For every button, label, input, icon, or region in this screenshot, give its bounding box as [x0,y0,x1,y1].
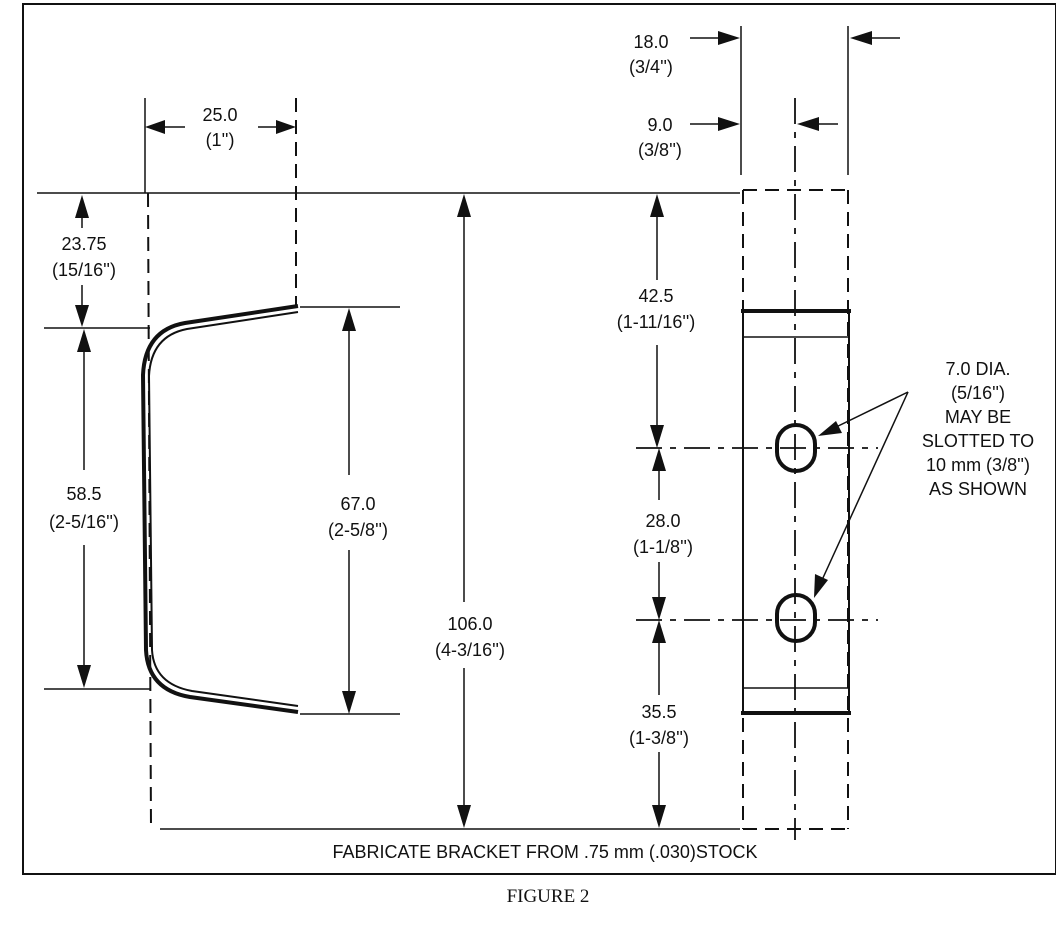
hole-leader-lower-arrow [814,574,828,598]
dim-106-mm: 106.0 [447,614,492,634]
hole-leader-upper-arrow [818,421,842,436]
bracket-profile [140,304,299,714]
dim-58-mm: 58.5 [66,484,101,504]
dim-28-arrow-top [652,448,666,471]
dim-58-inch: (2-5/16'') [49,512,119,532]
dim-18-inch: (3/4'') [629,57,673,77]
hole-leader-lower [821,391,909,581]
figure-caption: FIGURE 2 [507,886,590,907]
dim-23-inch: (15/16'') [52,260,116,280]
dim-25-arrow-right [276,120,296,134]
dim-9-arrow-left [718,117,740,131]
dim-35-inch: (1-3/8'') [629,728,689,748]
dim-58-arrow-bottom [77,665,91,688]
hole-note-line-2: (5/16'') [951,383,1005,403]
dim-58-arrow-top [77,329,91,352]
dim-42-mm: 42.5 [638,286,673,306]
hole-note-line-1: 7.0 DIA. [945,359,1010,379]
dim-42-arrow-bottom [650,425,664,448]
dim-23-arrow-bottom [75,305,89,327]
hole-note-line-3: MAY BE [945,407,1011,427]
dim-28-inch: (1-1/8'') [633,537,693,557]
dim-67-arrow-top [342,308,356,331]
dim-28-mm: 28.0 [645,511,680,531]
dim-106-inch: (4-3/16'') [435,640,505,660]
drawing-frame [22,3,1056,875]
hole-note-line-6: AS SHOWN [929,479,1027,499]
dim-18-arrow-right [850,31,872,45]
dim-9-mm: 9.0 [647,115,672,135]
dim-42-arrow-top [650,194,664,217]
fabrication-note: FABRICATE BRACKET FROM .75 mm (.030)STOC… [332,842,757,862]
dim-106-arrow-top [457,194,471,217]
hole-note-line-4: SLOTTED TO [922,431,1034,451]
dim-23-mm: 23.75 [61,234,106,254]
hole-note-line-5: 10 mm (3/8'') [926,455,1030,475]
dim-23-arrow-top [75,195,89,218]
dim-67-arrow-bottom [342,691,356,714]
dim-18-arrow-left [718,31,740,45]
dim-25-mm: 25.0 [202,105,237,125]
dim-35-arrow-bottom [652,805,666,828]
dim-9-inch: (3/8'') [638,140,682,160]
dim-35-mm: 35.5 [641,702,676,722]
dim-106-arrow-bottom [457,805,471,828]
dim-42-inch: (1-11/16'') [617,312,696,332]
dim-35-arrow-top [652,620,666,643]
hole-leader-upper [829,391,909,431]
front-plate [742,310,850,714]
dim-25-inch: (1'') [206,130,235,150]
dim-67-mm: 67.0 [340,494,375,514]
dim-28-arrow-bottom [652,597,666,620]
dim-67-inch: (2-5/8'') [328,520,388,540]
dim-9-arrow-right [797,117,819,131]
bracket-profile-inner [147,311,299,707]
dim-18-mm: 18.0 [633,32,668,52]
lower-hole [775,593,817,643]
dim-25-arrow-left [145,120,165,134]
